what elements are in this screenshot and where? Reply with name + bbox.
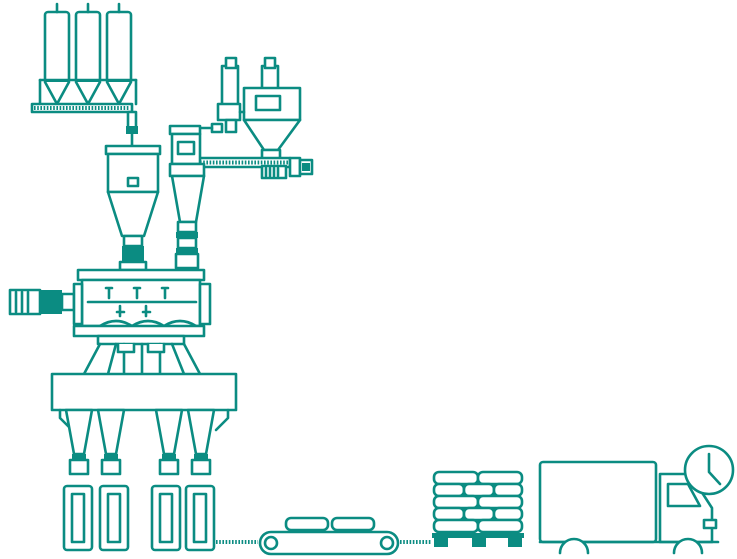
spout [64, 408, 94, 476]
pallet-stack [432, 470, 524, 547]
distribution-manifold [50, 372, 238, 432]
storage-silos [38, 2, 138, 106]
screw-conveyor-top [30, 102, 138, 148]
screw-conveyor-side [196, 156, 314, 180]
bag [98, 484, 130, 552]
drive-motor [8, 288, 76, 316]
silo [43, 2, 71, 106]
delivery-truck [538, 460, 720, 555]
mixer-drum [72, 268, 212, 346]
spout [96, 408, 126, 476]
dust-collector [184, 56, 302, 162]
belt-conveyor [216, 516, 432, 556]
silo [105, 2, 133, 106]
spout [154, 408, 184, 476]
spout [186, 408, 216, 476]
bag [184, 484, 216, 552]
clock-icon [683, 444, 735, 496]
silo [74, 2, 102, 106]
discharge-legs [82, 342, 202, 376]
bag [62, 484, 94, 552]
bag [150, 484, 182, 552]
cyclone-separator [168, 124, 206, 270]
discharge-spouts [64, 408, 216, 476]
feed-hopper [104, 144, 162, 272]
packed-bags [62, 484, 216, 552]
